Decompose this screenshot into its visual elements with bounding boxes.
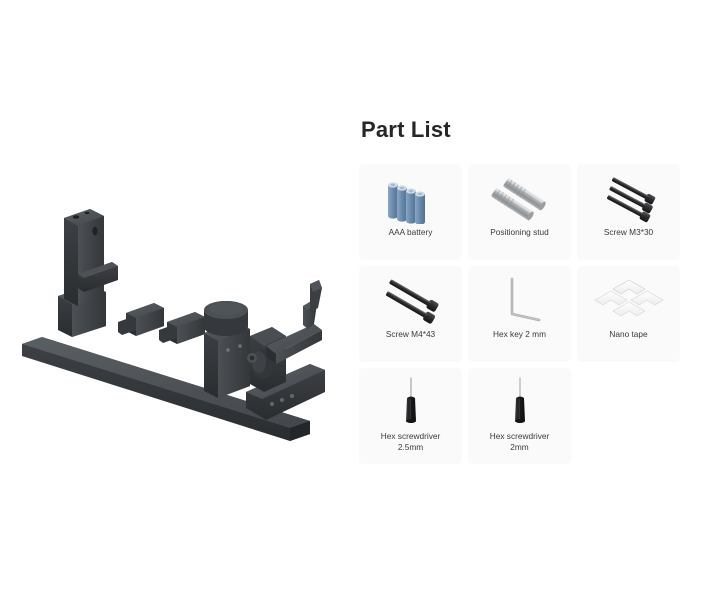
part-card-hex-screwdriver-2mm[interactable]: Hex screwdriver 2mm	[468, 368, 571, 465]
tower-bracket	[58, 209, 118, 337]
part-card-empty-slot	[577, 368, 680, 464]
nano-tape-icon	[583, 275, 675, 327]
screw-icon	[365, 275, 457, 327]
screw-icon	[583, 173, 675, 225]
clamp-arm	[247, 280, 322, 392]
parts-grid: AAA battery	[359, 164, 699, 465]
part-label: Hex key 2 mm	[492, 329, 547, 340]
page-title: Part List	[361, 117, 451, 142]
part-label: Screw M4*43	[385, 329, 436, 340]
knob-post	[204, 301, 250, 398]
part-card-positioning-stud[interactable]: Positioning stud	[468, 164, 571, 261]
part-label: Nano tape	[609, 329, 648, 340]
part-label: Screw M3*30	[603, 227, 654, 238]
screwdriver-icon	[474, 377, 566, 429]
stud-icon	[474, 173, 566, 225]
wedge-block-left	[118, 303, 164, 336]
part-label: AAA battery	[388, 227, 433, 238]
hex-key-icon	[474, 275, 566, 327]
part-card-screw-m3-30[interactable]: Screw M3*30	[577, 164, 680, 261]
part-card-hex-screwdriver-2-5mm[interactable]: Hex screwdriver 2.5mm	[359, 368, 462, 465]
screwdriver-icon	[365, 377, 457, 429]
part-label: Hex screwdriver 2mm	[489, 431, 550, 453]
part-card-aaa-battery[interactable]: AAA battery	[359, 164, 462, 261]
part-card-nano-tape[interactable]: Nano tape	[577, 266, 680, 363]
product-assembly-image	[14, 196, 334, 446]
part-label: Hex screwdriver 2.5mm	[380, 431, 441, 453]
part-label: Positioning stud	[490, 227, 549, 238]
wedge-block-right	[159, 312, 205, 344]
battery-icon	[365, 173, 457, 225]
part-card-screw-m4-43[interactable]: Screw M4*43	[359, 266, 462, 363]
part-list-panel: Part List	[359, 117, 699, 465]
part-card-hex-key-2mm[interactable]: Hex key 2 mm	[468, 266, 571, 363]
